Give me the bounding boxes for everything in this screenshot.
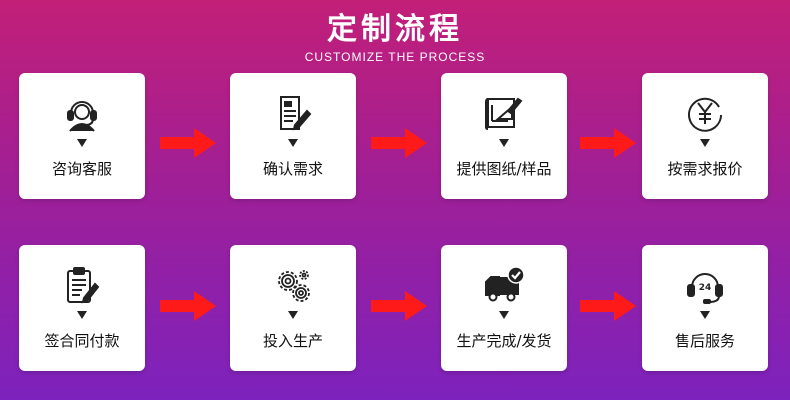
step-card-shipping: 生产完成/发货: [441, 245, 567, 371]
arrow-right-icon: [371, 128, 427, 158]
step-label: 签合同付款: [44, 332, 120, 350]
24h-support-icon: 24: [685, 265, 725, 305]
down-triangle-icon: [77, 139, 87, 147]
down-triangle-icon: [77, 311, 87, 319]
down-triangle-icon: [288, 311, 298, 319]
step-card-consult: 咨询客服: [19, 73, 145, 199]
down-triangle-icon: [700, 311, 710, 319]
headset-user-icon: [62, 93, 102, 133]
step-label: 咨询客服: [51, 160, 112, 178]
blueprint-icon: [484, 93, 524, 133]
page-subtitle: CUSTOMIZE THE PROCESS: [304, 50, 486, 64]
arrow-right-icon: [580, 128, 636, 158]
step-card-contract: 签合同付款: [19, 245, 145, 371]
down-triangle-icon: [700, 139, 710, 147]
step-card-production: 投入生产: [230, 245, 356, 371]
down-triangle-icon: [499, 311, 509, 319]
delivery-truck-icon: [484, 265, 524, 305]
arrow-right-icon: [580, 291, 636, 321]
document-pen-icon: [273, 93, 313, 133]
down-triangle-icon: [288, 139, 298, 147]
step-card-quote: 按需求报价: [642, 73, 768, 199]
clipboard-pen-icon: [62, 265, 102, 305]
step-card-after-sales: 24 售后服务: [642, 245, 768, 371]
yen-coin-icon: [685, 93, 725, 133]
step-label: 投入生产: [262, 332, 323, 350]
page-title: 定制流程: [327, 12, 463, 47]
arrow-right-icon: [160, 291, 216, 321]
arrow-right-icon: [160, 128, 216, 158]
step-label: 确认需求: [262, 160, 323, 178]
step-card-drawings: 提供图纸/样品: [441, 73, 567, 199]
step-label: 售后服务: [674, 332, 735, 350]
step-card-confirm: 确认需求: [230, 73, 356, 199]
step-label: 生产完成/发货: [456, 332, 552, 350]
step-label: 按需求报价: [667, 160, 743, 178]
svg-text:24: 24: [699, 283, 712, 293]
arrow-right-icon: [371, 291, 427, 321]
step-label: 提供图纸/样品: [456, 160, 552, 178]
gears-icon: [273, 265, 313, 305]
down-triangle-icon: [499, 139, 509, 147]
